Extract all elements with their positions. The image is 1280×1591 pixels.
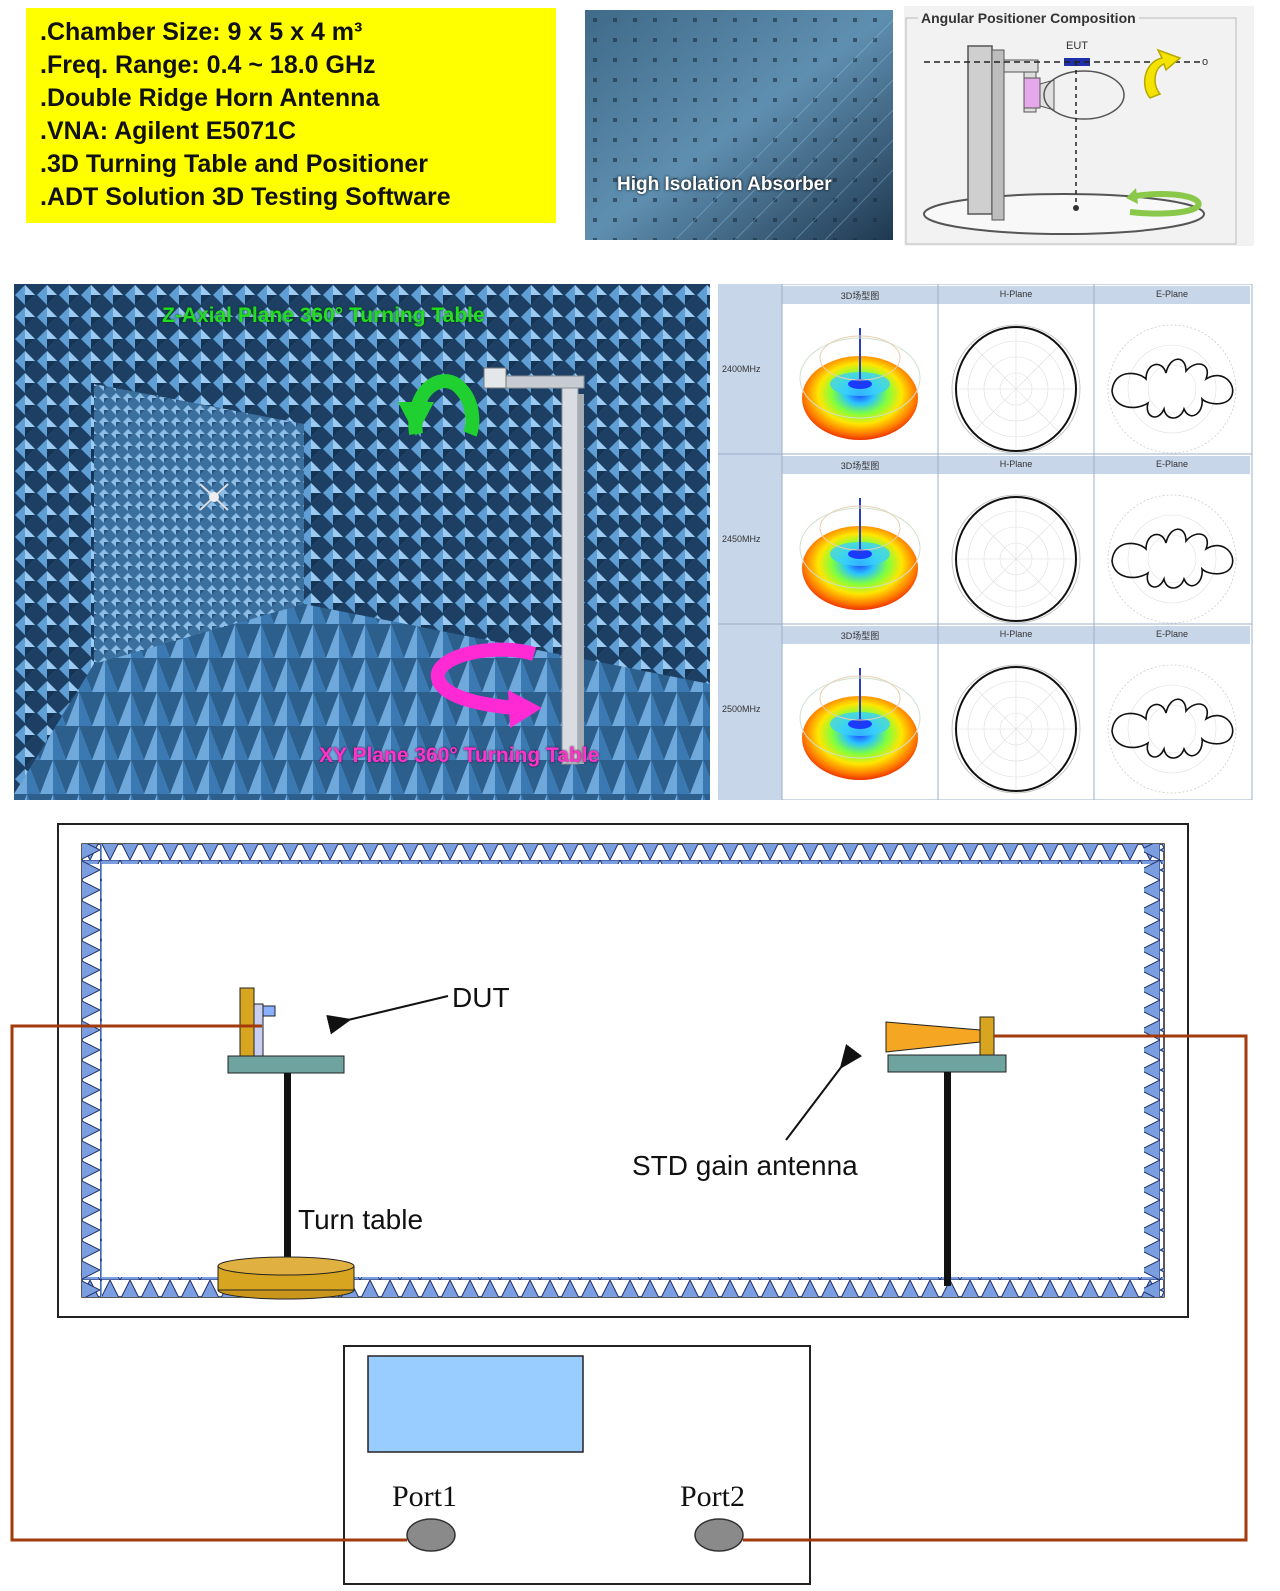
freq-label: 2400MHz	[722, 364, 761, 374]
col-header-e-plane: E-Plane	[1155, 459, 1189, 469]
std-gain-antenna-label: STD gain antenna	[632, 1150, 858, 1181]
col-header-3d: 3D场型图	[840, 631, 880, 641]
absorber-photo: High Isolation Absorber	[585, 10, 893, 240]
absorber-photo-art	[585, 10, 893, 240]
col-header-e-plane: E-Plane	[1155, 629, 1189, 639]
test-setup-diagram: DUT STD gain antenna Turn table Port1 Po…	[0, 820, 1280, 1586]
chamber-photo-art	[14, 284, 710, 800]
positioner-art: EUT o	[905, 17, 1237, 245]
col-header-h-plane: H-Plane	[999, 629, 1033, 639]
dut-label: DUT	[452, 982, 510, 1013]
positioner-diagram: EUT o Angular Positioner Composition	[904, 6, 1254, 246]
col-header-3d: 3D场型图	[840, 291, 880, 301]
positioner-title: Angular Positioner Composition	[918, 10, 1139, 26]
col-header-e-plane: E-Plane	[1155, 289, 1189, 299]
results-table-art	[717, 283, 1253, 801]
spec-item: .Freq. Range: 0.4 ~ 18.0 GHz	[40, 51, 376, 79]
spec-item: .Double Ridge Horn Antenna	[40, 84, 380, 112]
port2-label: Port2	[680, 1480, 746, 1513]
spec-item: .VNA: Agilent E5071C	[40, 117, 297, 145]
freq-label: 2450MHz	[722, 534, 761, 544]
z-axial-label: Z-Axial Plane 360° Turning Table	[162, 304, 485, 327]
absorber-caption: High Isolation Absorber	[617, 174, 832, 195]
eut-label: EUT	[1066, 40, 1088, 52]
turn-table-label: Turn table	[298, 1204, 424, 1235]
col-header-h-plane: H-Plane	[999, 289, 1033, 299]
spec-item: .ADT Solution 3D Testing Software	[40, 183, 451, 211]
spec-item: .Chamber Size: 9 x 5 x 4 m³	[40, 18, 363, 46]
col-header-h-plane: H-Plane	[999, 459, 1033, 469]
col-header-3d: 3D场型图	[840, 461, 880, 471]
spec-box: .Chamber Size: 9 x 5 x 4 m³ .Freq. Range…	[26, 8, 556, 223]
radiation-pattern-table: 3D场型图 H-Plane E-Plane 3D场型图 H-Plane E-Pl…	[717, 283, 1260, 801]
chamber-photo: Z-Axial Plane 360° Turning Table XY Plan…	[14, 284, 710, 800]
spec-item: .3D Turning Table and Positioner	[40, 150, 428, 178]
port1-label: Port1	[392, 1480, 458, 1513]
test-setup-art	[10, 823, 1248, 1585]
freq-label: 2500MHz	[722, 704, 761, 714]
svg-text:o: o	[1202, 56, 1208, 68]
xy-plane-label: XY Plane 360° Turning Table	[319, 744, 600, 767]
